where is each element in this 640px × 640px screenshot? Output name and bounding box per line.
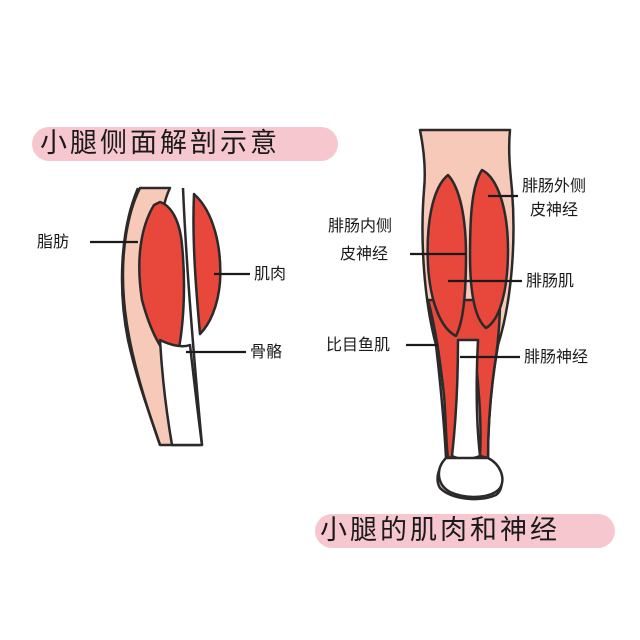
muscle-label: 肌肉 (254, 264, 287, 283)
right-leader-lines (406, 194, 522, 359)
right-leg-back-view (418, 128, 515, 501)
left-leader-lines (90, 240, 250, 354)
bone-label: 骨骼 (250, 342, 283, 361)
fat-label: 脂肪 (37, 232, 70, 251)
left-title-band (32, 127, 338, 161)
left-diagram-title: 小腿侧面解剖示意 (40, 128, 280, 159)
medial-nerve-label-line1: 腓肠内侧 (328, 216, 393, 235)
right-title-band (315, 514, 615, 548)
left-leg-front-outline (181, 187, 204, 446)
lateral-nerve-label-line1: 腓肠外侧 (522, 176, 587, 195)
shin-muscle (192, 192, 222, 336)
gastrocnemius-medial-head (426, 173, 468, 338)
heel (437, 456, 504, 499)
right-diagram-title: 小腿的肌肉和神经 (320, 515, 560, 546)
gastrocnemius-lateral-head (468, 168, 510, 330)
left-leg-back-outline (120, 187, 162, 446)
gastrocnemius-label: 腓肠肌 (526, 271, 575, 290)
soleus-label: 比目鱼肌 (326, 335, 391, 354)
medial-nerve-label-line2: 皮神经 (340, 244, 389, 263)
left-leg-lateral-view (120, 186, 222, 447)
sural-nerve-label: 腓肠神经 (524, 347, 589, 366)
lateral-nerve-label-line2: 皮神经 (530, 200, 579, 219)
